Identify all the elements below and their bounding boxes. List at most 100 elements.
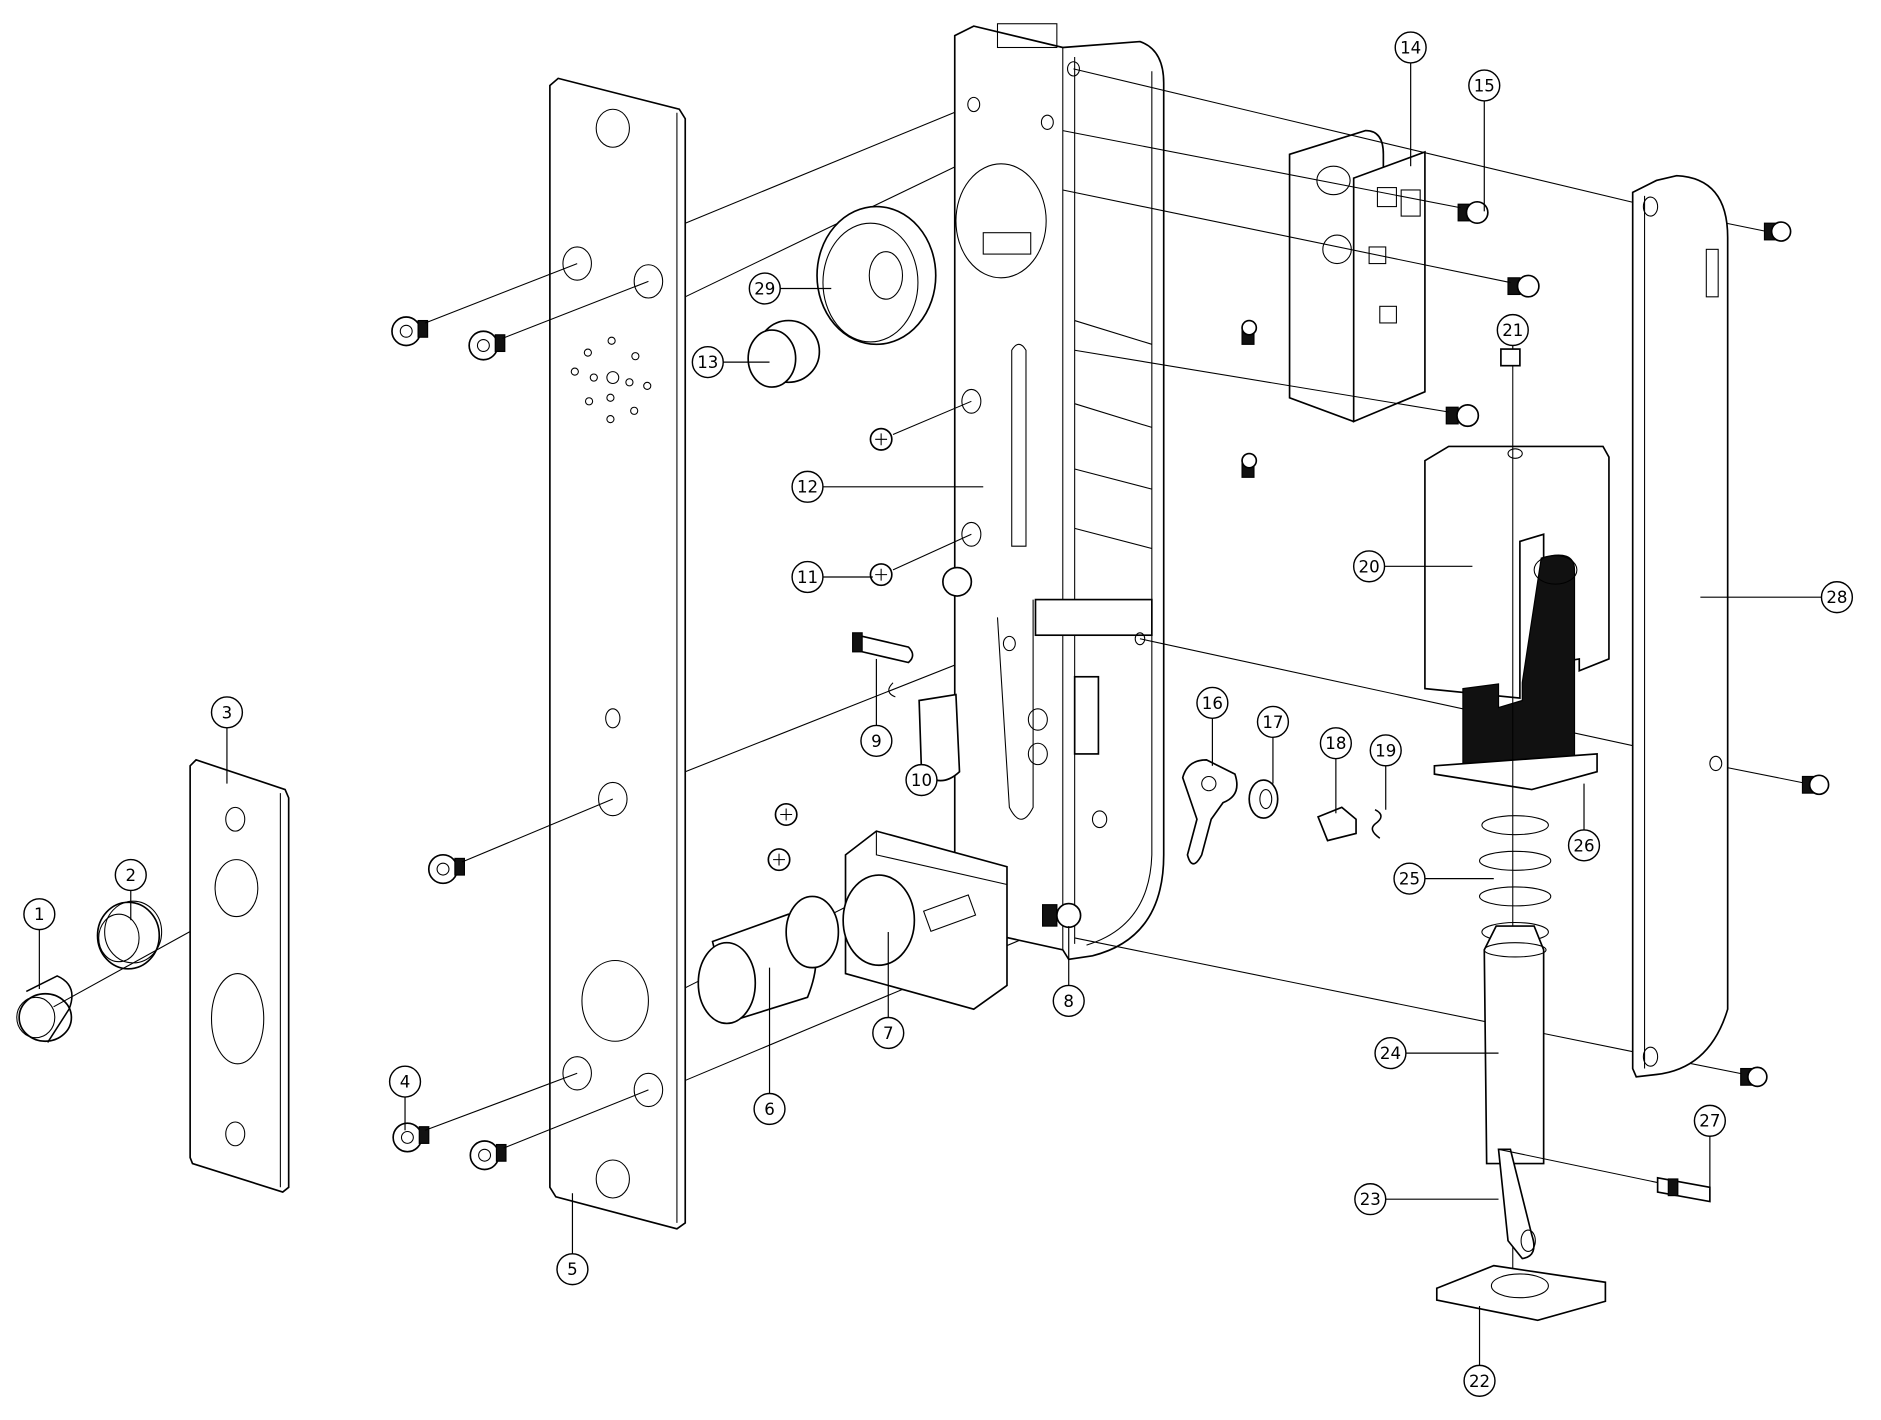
callout-circle (1496, 313, 1529, 347)
callout-number: 6 (764, 1100, 775, 1119)
callout-circle (753, 1092, 786, 1126)
callout-number: 24 (1380, 1044, 1401, 1063)
callout-circle (1256, 705, 1290, 739)
screw-loose-b (767, 848, 791, 872)
screw-loose-a (774, 802, 798, 826)
callout-18: 18 (1319, 727, 1353, 814)
callout-12: 12 (791, 470, 984, 503)
callout-3: 3 (210, 696, 244, 784)
part-16-lever (1181, 759, 1238, 865)
part-14-pcb (1288, 129, 1426, 423)
callout-number: 27 (1699, 1112, 1720, 1131)
part-8-screw (1042, 902, 1082, 929)
callout-19: 19 (1369, 734, 1402, 810)
callout-13: 13 (691, 345, 770, 379)
screw-back-cover-bottom (1740, 1066, 1768, 1088)
screw-faceplate-top-right (468, 330, 506, 361)
callout-17: 17 (1256, 705, 1290, 784)
callout-number: 29 (754, 279, 775, 298)
callout-number: 4 (400, 1073, 411, 1092)
part-7-housing (842, 830, 1008, 1011)
callout-number: 2 (125, 866, 136, 885)
callout-circle (791, 560, 824, 594)
part-17-washer (1248, 779, 1279, 819)
part-19-clip (1371, 809, 1382, 839)
screw-part-11 (869, 563, 893, 587)
callout-7: 7 (872, 932, 905, 1050)
screw-back-cover-top (1763, 221, 1792, 242)
callout-27: 27 (1693, 1104, 1727, 1188)
callout-number: 15 (1474, 76, 1495, 95)
callout-number: 16 (1202, 694, 1223, 713)
callout-circle (1693, 1104, 1727, 1137)
part-24-rod (1483, 925, 1547, 1165)
callout-20: 20 (1352, 550, 1473, 583)
screw-pcb-middle (1507, 274, 1540, 298)
callout-circle (691, 345, 724, 379)
callout-9: 9 (860, 658, 893, 758)
callout-number: 11 (797, 568, 818, 587)
callout-29: 29 (748, 272, 832, 305)
callout-circle (748, 272, 781, 305)
callout-26: 26 (1567, 783, 1601, 862)
part-2-bushing (96, 900, 163, 970)
part-1-button-cap (16, 975, 73, 1043)
callout-circle (388, 1065, 422, 1098)
callout-circle (1393, 862, 1426, 895)
part-3-cover-plate (189, 758, 290, 1193)
callout-circle (1052, 984, 1085, 1018)
callout-number: 7 (883, 1024, 894, 1043)
callout-number: 14 (1400, 38, 1421, 57)
callout-number: 26 (1573, 836, 1594, 855)
part-6-cylinder (697, 895, 840, 1025)
callout-number: 5 (567, 1260, 578, 1279)
callout-15: 15 (1468, 69, 1501, 212)
callout-28: 28 (1700, 581, 1854, 614)
callout-circle (791, 470, 824, 503)
callout-25: 25 (1393, 862, 1494, 895)
part-29-ring (816, 205, 937, 346)
part-18-shaft (1316, 806, 1357, 842)
callout-circle (114, 858, 147, 892)
speaker-holes (570, 336, 652, 424)
part-20-solenoid (1424, 445, 1610, 791)
callout-5: 5 (556, 1193, 589, 1286)
callout-number: 20 (1359, 557, 1380, 576)
screw-chassis-upper (869, 427, 893, 451)
callout-number: 19 (1375, 741, 1396, 760)
callout-8: 8 (1052, 926, 1085, 1018)
callout-number: 21 (1502, 321, 1523, 340)
screw-faceplate-middle (427, 854, 465, 885)
callout-circle (23, 898, 56, 931)
callout-number: 8 (1063, 992, 1074, 1011)
callout-circle (1463, 1364, 1496, 1397)
callout-circle (556, 1253, 589, 1286)
callout-number: 9 (871, 732, 882, 751)
callout-16: 16 (1196, 686, 1229, 766)
chassis-post (942, 566, 973, 597)
part-5-faceplate (549, 77, 687, 1230)
callout-2: 2 (114, 858, 147, 921)
part-23-link (1497, 1148, 1536, 1260)
callout-14: 14 (1394, 31, 1427, 167)
callout-number: 28 (1826, 588, 1847, 607)
callout-1: 1 (23, 898, 56, 990)
part-13-cylinder (747, 319, 821, 388)
callout-4: 4 (388, 1065, 422, 1131)
callout-11: 11 (791, 560, 873, 594)
callout-circle (1468, 69, 1501, 102)
callout-circle (1354, 1183, 1387, 1216)
part-21-cap (1500, 348, 1521, 367)
callout-circle (210, 696, 244, 729)
callout-number: 23 (1360, 1190, 1381, 1209)
part-15-screw (1457, 201, 1489, 225)
callout-circle (1374, 1036, 1407, 1070)
callout-circle (1369, 734, 1402, 767)
screw-faceplate-bottom-right (469, 1140, 507, 1171)
callout-circle (1319, 727, 1353, 760)
callout-number: 17 (1262, 713, 1283, 732)
callout-number: 12 (797, 478, 818, 497)
callout-number: 22 (1469, 1372, 1490, 1391)
part-22-base (1435, 1264, 1607, 1322)
part-28-back-cover (1631, 174, 1729, 1078)
